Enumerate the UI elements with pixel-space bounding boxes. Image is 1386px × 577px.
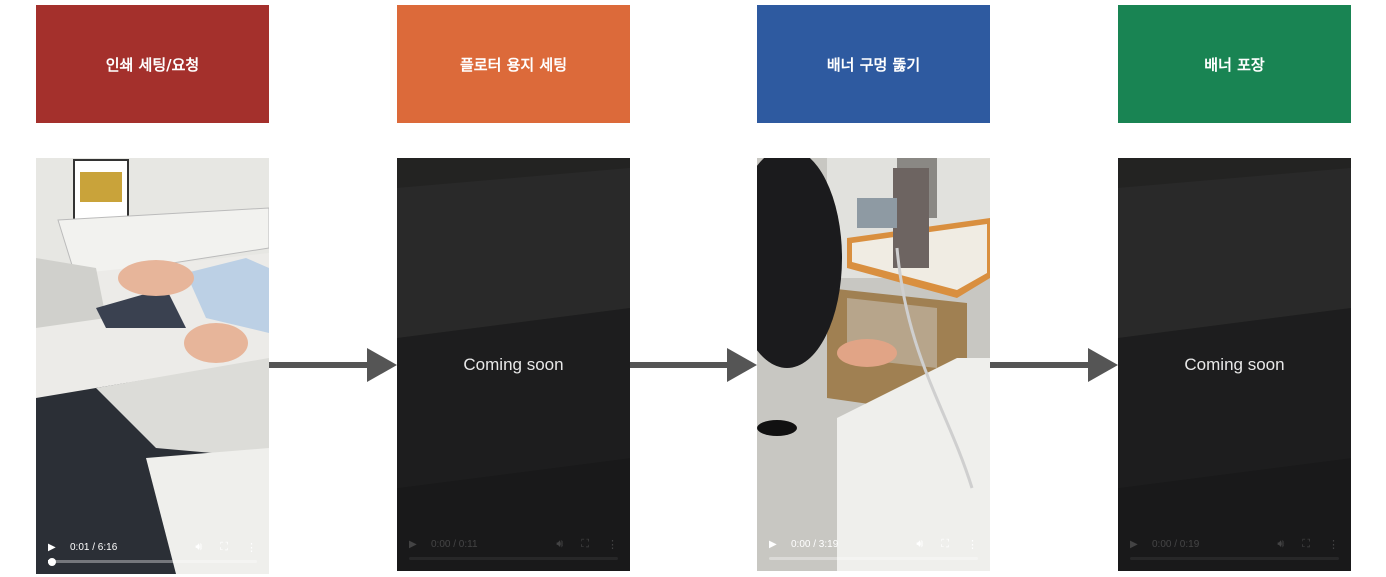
progress-bar[interactable] bbox=[48, 557, 257, 566]
video-frame-1 bbox=[36, 158, 269, 574]
play-icon[interactable]: ▶ bbox=[769, 538, 777, 550]
play-icon[interactable]: ▶ bbox=[48, 541, 56, 553]
video-player-2[interactable]: Coming soon ▶ 0:00 / 0:11 🔊︎ ⛶ ⋮ bbox=[397, 158, 630, 571]
step-header-3: 배너 구멍 뚫기 bbox=[757, 5, 990, 123]
volume-icon: 🔊︎ bbox=[556, 537, 564, 550]
coming-soon-overlay: Coming soon bbox=[1118, 158, 1351, 571]
coming-soon-label: Coming soon bbox=[463, 354, 564, 374]
progress-bar[interactable] bbox=[769, 557, 978, 560]
video-time: 0:00 / 0:19 bbox=[1152, 538, 1200, 550]
progress-bar bbox=[1130, 557, 1339, 560]
step-title: 배너 포장 bbox=[1204, 55, 1265, 74]
coming-soon-overlay: Coming soon bbox=[397, 158, 630, 571]
volume-icon[interactable]: 🔊︎ bbox=[916, 537, 924, 550]
more-options-icon: ⋮ bbox=[1328, 538, 1339, 551]
play-icon: ▶ bbox=[1130, 538, 1138, 550]
video-controls: ▶ 0:01 / 6:16 🔊︎ ⛶ ⋮ bbox=[36, 528, 269, 574]
step-header-1: 인쇄 세팅/요청 bbox=[36, 5, 269, 123]
step-header-4: 배너 포장 bbox=[1118, 5, 1351, 123]
play-icon: ▶ bbox=[409, 538, 417, 550]
step-header-2: 플로터 용지 세팅 bbox=[397, 5, 630, 123]
volume-icon: 🔊︎ bbox=[1277, 537, 1285, 550]
video-player-4[interactable]: Coming soon ▶ 0:00 / 0:19 🔊︎ ⛶ ⋮ bbox=[1118, 158, 1351, 571]
more-options-icon: ⋮ bbox=[607, 538, 618, 551]
progress-bar bbox=[409, 557, 618, 560]
video-time: 0:00 / 0:11 bbox=[431, 538, 478, 550]
video-time: 0:01 / 6:16 bbox=[70, 541, 118, 553]
more-options-icon[interactable]: ⋮ bbox=[246, 541, 257, 554]
step-title: 배너 구멍 뚫기 bbox=[826, 55, 921, 74]
fullscreen-icon: ⛶ bbox=[581, 537, 589, 550]
fullscreen-icon[interactable]: ⛶ bbox=[220, 540, 228, 553]
video-controls: ▶ 0:00 / 3:19 🔊︎ ⛶ ⋮ bbox=[757, 525, 990, 571]
video-player-1[interactable]: ▶ 0:01 / 6:16 🔊︎ ⛶ ⋮ bbox=[36, 158, 269, 574]
video-frame-3 bbox=[757, 158, 990, 571]
arrow-right-icon bbox=[630, 348, 757, 382]
more-options-icon[interactable]: ⋮ bbox=[967, 538, 978, 551]
video-controls: ▶ 0:00 / 0:19 🔊︎ ⛶ ⋮ bbox=[1118, 525, 1351, 571]
video-time: 0:00 / 3:19 bbox=[791, 538, 839, 550]
arrow-right-icon bbox=[269, 348, 397, 382]
arrow-right-icon bbox=[990, 348, 1118, 382]
coming-soon-label: Coming soon bbox=[1184, 354, 1285, 374]
volume-icon[interactable]: 🔊︎ bbox=[195, 540, 203, 553]
fullscreen-icon[interactable]: ⛶ bbox=[941, 537, 949, 550]
progress-handle[interactable] bbox=[48, 557, 57, 566]
step-title: 인쇄 세팅/요청 bbox=[105, 55, 200, 74]
fullscreen-icon: ⛶ bbox=[1302, 537, 1310, 550]
video-controls: ▶ 0:00 / 0:11 🔊︎ ⛶ ⋮ bbox=[397, 525, 630, 571]
step-title: 플로터 용지 세팅 bbox=[459, 55, 568, 74]
video-player-3[interactable]: ▶ 0:00 / 3:19 🔊︎ ⛶ ⋮ bbox=[757, 158, 990, 571]
